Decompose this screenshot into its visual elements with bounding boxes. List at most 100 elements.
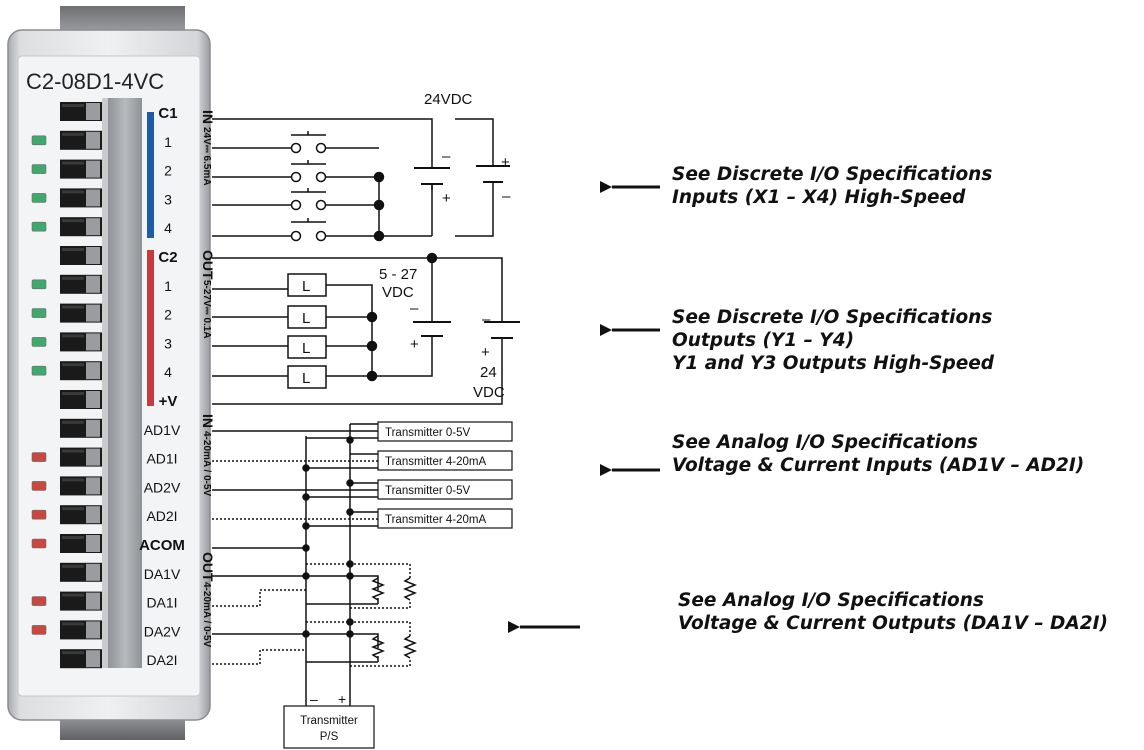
- resistor: [370, 577, 386, 601]
- terminal-label: C2: [158, 249, 177, 266]
- terminal-screw: [60, 476, 102, 496]
- supply-minus: –: [502, 188, 511, 205]
- analog-output-group-label: OUT 4-20mA / 0-5V: [200, 552, 216, 648]
- terminal-screw: [60, 418, 102, 438]
- output-main-battery: [212, 321, 520, 405]
- note-line: See Analog I/O Specifications: [678, 590, 984, 611]
- terminal-channel: [108, 98, 142, 668]
- terminal-screw: [60, 188, 102, 208]
- terminal-label: 4: [164, 220, 172, 236]
- terminal-screw: [60, 649, 102, 669]
- node: [346, 572, 354, 580]
- node: [302, 464, 310, 472]
- node: [366, 340, 378, 352]
- node: [302, 522, 310, 530]
- input-supply-label: 24VDC: [424, 91, 473, 108]
- terminal-label: 4: [164, 364, 172, 380]
- terminal-screw: [60, 217, 102, 237]
- status-led-red: [31, 509, 47, 520]
- status-led-green: [31, 337, 47, 347]
- terminal-screw: [60, 303, 102, 323]
- terminal-label: AD1V: [144, 422, 181, 438]
- analog-input-rating: 4-20mA / 0-5V: [201, 431, 212, 497]
- status-led-red: [31, 481, 47, 491]
- load-label: L: [302, 310, 310, 327]
- input-group-label: IN 24V⎓ 6.5mA: [200, 110, 216, 186]
- transmitter-label: Transmitter 4-20mA: [385, 514, 487, 526]
- note-line: See Discrete I/O Specifications: [672, 307, 993, 328]
- note-discrete-inputs: See Discrete I/O Specifications Inputs (…: [672, 163, 992, 209]
- terminal-screw: [60, 447, 102, 467]
- node: [346, 560, 354, 568]
- supply-plus: +: [481, 344, 490, 361]
- terminal-screw: [60, 130, 102, 150]
- transmitter-label: Transmitter 4-20mA: [385, 456, 487, 468]
- ps-plus: +: [338, 691, 346, 707]
- output-wiring: L L L L 5 - 27 VDC – + – + 24: [212, 252, 520, 405]
- terminal-label: 1: [164, 278, 172, 294]
- status-led-green: [31, 164, 47, 174]
- led-column: [31, 135, 47, 635]
- terminal-label: 2: [164, 163, 172, 179]
- terminal-screw: [60, 361, 102, 381]
- node: [346, 630, 354, 638]
- node: [302, 572, 310, 580]
- ps-label-line1: Transmitter: [300, 715, 358, 727]
- supply-minus: –: [410, 300, 419, 317]
- node: [346, 618, 354, 626]
- status-led-green: [31, 221, 47, 232]
- node: [302, 544, 310, 552]
- output-group-title: OUT: [200, 250, 216, 280]
- note-line: Y1 and Y3 Outputs High-Speed: [672, 353, 995, 374]
- input-wiring: 24VDC – + + –: [212, 91, 511, 242]
- terminal-screw: [60, 332, 102, 352]
- node: [302, 630, 310, 638]
- node: [346, 508, 354, 516]
- supply-minus: –: [442, 148, 451, 165]
- output-main-supply-label: 24: [480, 364, 497, 381]
- input-alt-supply-battery: [455, 118, 510, 237]
- input-switch-returns: [326, 147, 432, 237]
- note-analog-inputs: See Analog I/O Specifications Voltage & …: [672, 431, 1084, 477]
- terminal-label: AD2V: [144, 479, 181, 495]
- note-discrete-outputs: See Discrete I/O Specifications Outputs …: [672, 306, 994, 375]
- resistor: [402, 635, 418, 659]
- terminal-screw: [60, 102, 102, 121]
- supply-minus: –: [482, 311, 491, 328]
- analog-output-rating: 4-20mA / 0-5V: [201, 582, 212, 648]
- output-common-wire: [212, 257, 503, 322]
- output-group-label: OUT 5-27V⎓ 0.1A: [200, 250, 216, 339]
- analog-output-title: OUT: [200, 552, 216, 582]
- note-line: See Discrete I/O Specifications: [672, 164, 993, 185]
- input-common-wire: [212, 118, 433, 160]
- analog-output-returns: [306, 598, 379, 663]
- terminal-screw: [60, 562, 102, 582]
- io-module: C2-08D1-4VC C11234C21234+VAD1VAD1IAD2VAD…: [7, 6, 216, 740]
- node: [346, 436, 354, 444]
- load-returns: [326, 284, 433, 377]
- terminal-screw: [60, 620, 102, 640]
- status-led-green: [31, 279, 47, 290]
- note-line: Voltage & Current Inputs (AD1V – AD2I): [672, 455, 1085, 476]
- ps-minus: –: [310, 691, 318, 707]
- terminal-label: AD2I: [146, 508, 177, 524]
- terminal-label: DA2I: [146, 652, 177, 668]
- node: [366, 370, 378, 382]
- transmitter-label: Transmitter 0-5V: [385, 427, 471, 439]
- note-line: Voltage & Current Outputs (DA1V – DA2I): [678, 613, 1108, 634]
- terminal-label: DA1V: [144, 566, 181, 582]
- status-led-green: [31, 193, 47, 203]
- status-led-green: [31, 365, 47, 376]
- node: [373, 199, 385, 211]
- supply-plus: +: [501, 154, 510, 171]
- field-wiring: 24VDC – + + – L L L L: [212, 91, 520, 749]
- status-led-red: [31, 452, 47, 462]
- note-analog-outputs: See Analog I/O Specifications Voltage & …: [678, 589, 1108, 635]
- resistor: [370, 635, 386, 659]
- input-group-title: IN: [200, 110, 216, 124]
- transmitter-power-supply: – + Transmitter P/S: [283, 691, 375, 749]
- terminal-label: 2: [164, 307, 172, 323]
- terminal-channel-edge: [102, 98, 108, 668]
- analog-input-title: IN: [200, 414, 216, 428]
